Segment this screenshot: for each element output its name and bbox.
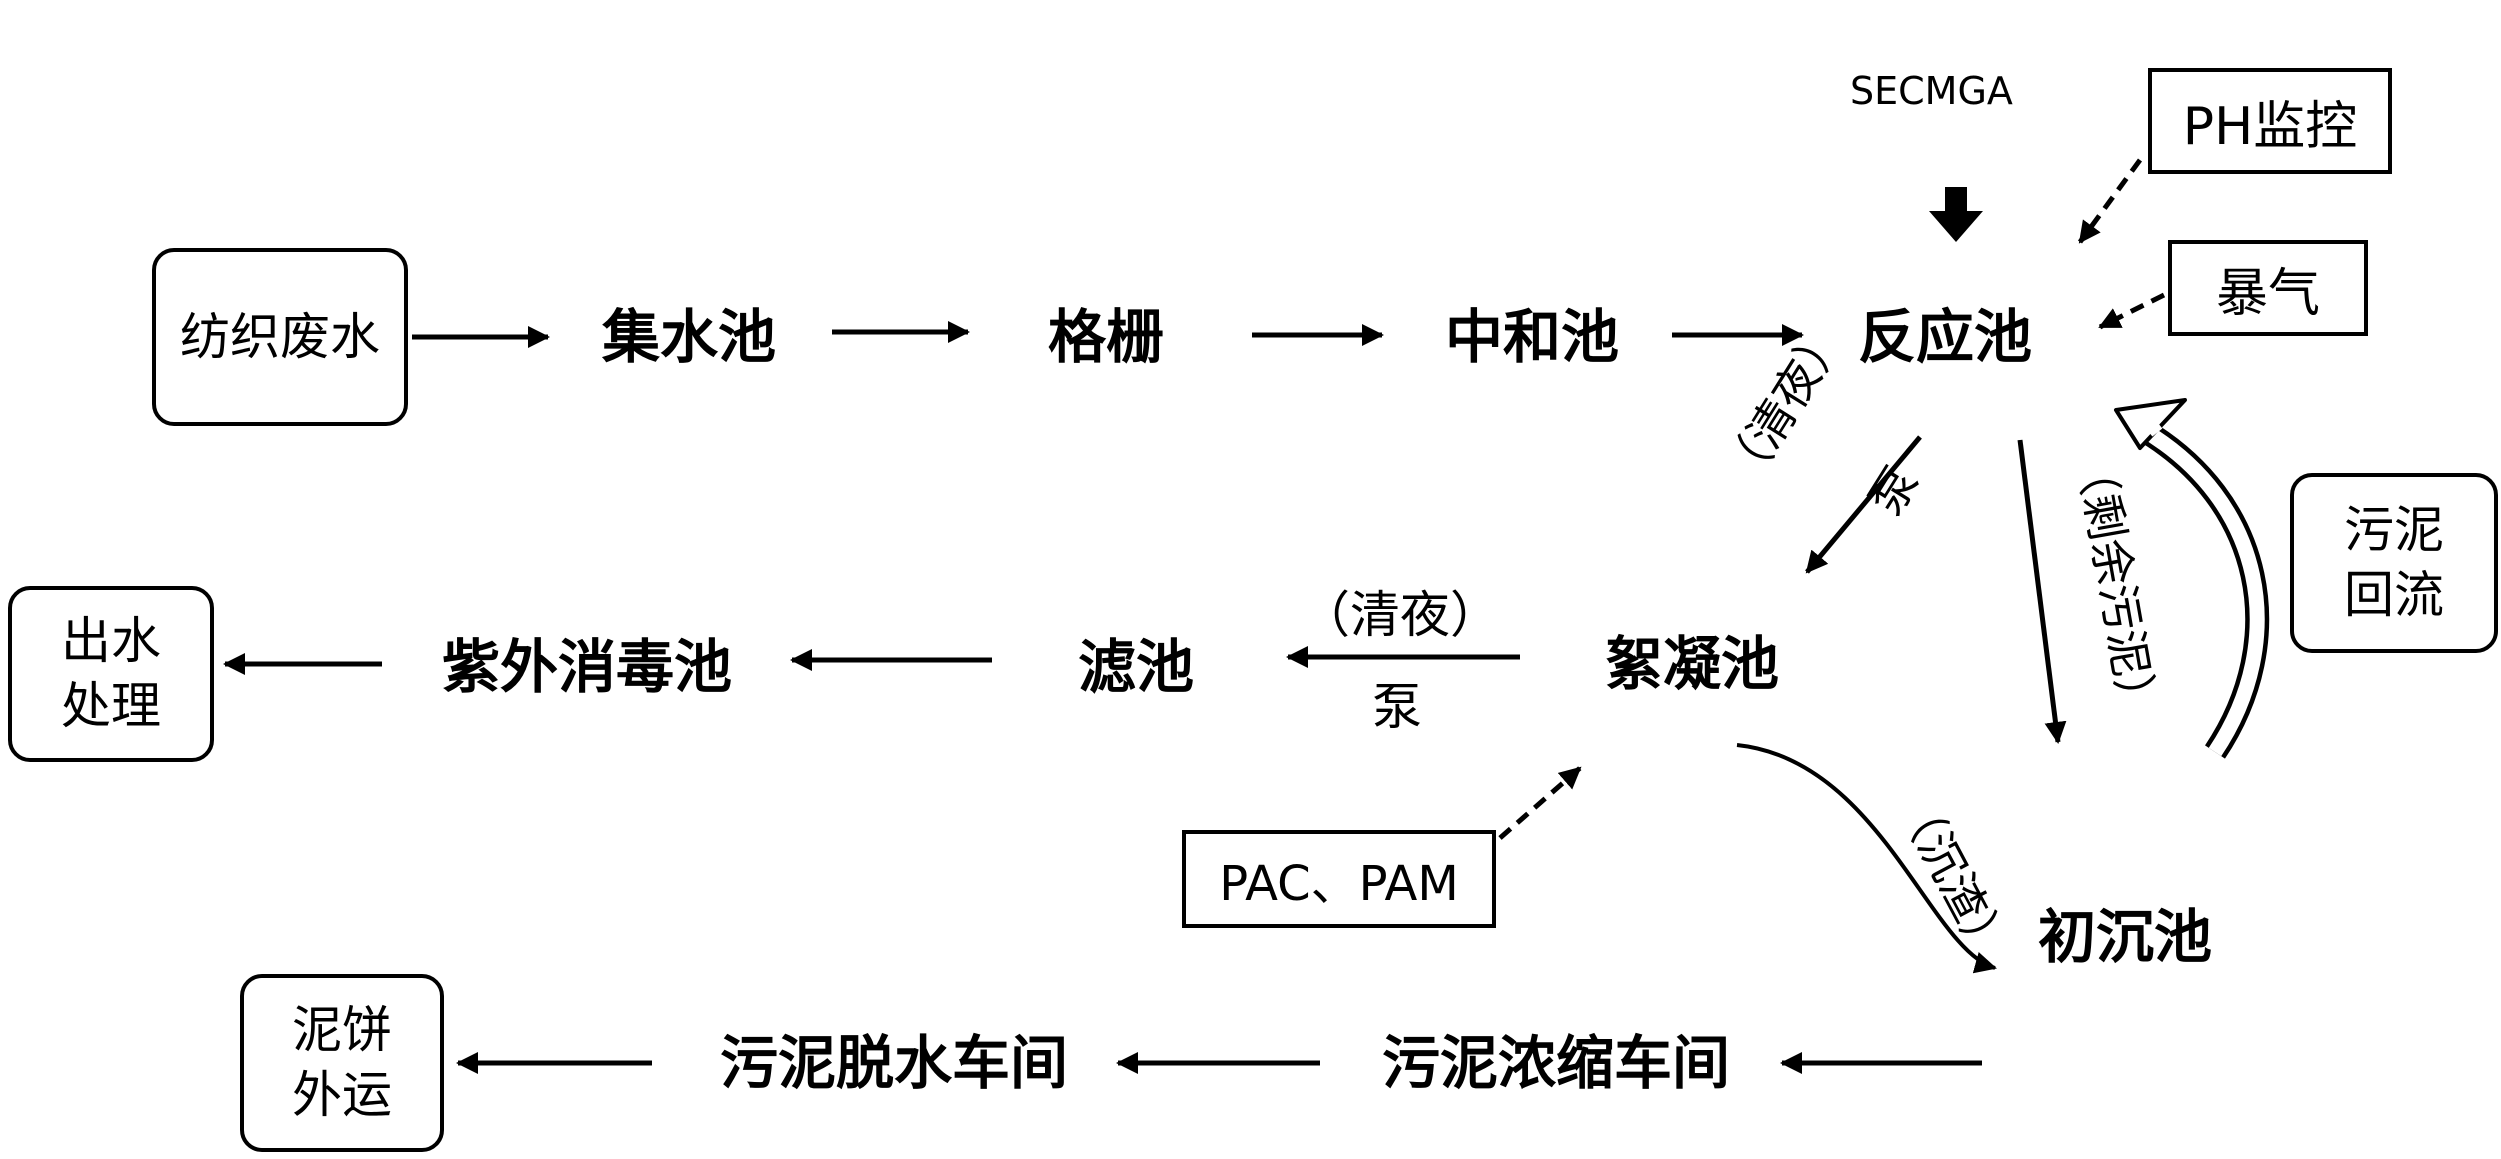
pac-pam-label: PAC、PAM [1219,856,1459,912]
arrow-floc-to-primary [1736,743,1997,974]
aeration-box: 暴气 [2168,240,2368,336]
arrow-pac-to-floc [1498,766,1582,840]
arrow-reaction-to-primary [2017,439,2067,744]
sludge-return-arrow [2114,398,2270,759]
effluent-box: 出水 处理 [8,586,214,762]
node-sludge-thickening: 污泥浓缩车间 [1382,1029,1731,1097]
arrow-aeration-to-reaction [2098,292,2166,330]
node-uv-disinfection-tank: 紫外消毒池 [442,633,733,701]
node-reaction-tank: 反应池 [1858,303,2033,371]
node-collection-tank: 集水池 [602,303,777,371]
node-flocculation-tank: 絮凝池 [1605,630,1780,698]
cake-line2: 外运 [292,1066,392,1124]
sludge-return-box: 污泥 回流 [2290,473,2498,653]
node-neutralization-tank: 中和池 [1445,303,1620,371]
source-box-label: 纺织废水 [180,307,380,366]
arrow-reaction-to-floc [1805,435,1922,574]
node-grille: 格栅 [1048,303,1165,371]
effluent-line2: 处理 [61,677,161,735]
arrow-ph-to-reaction [2077,158,2143,244]
label-pump-2: 泵 [1372,678,1422,736]
node-primary-settling-tank: 初沉池 [2038,903,2213,971]
secmga-down-arrow [1929,187,1983,242]
cake-line1: 泥饼 [292,1001,392,1059]
pac-pam-box: PAC、PAM [1182,830,1496,928]
sludge-return-line1: 污泥 [2344,501,2444,559]
effluent-line1: 出水 [61,612,161,670]
node-filter-tank: 滤池 [1078,633,1195,701]
ph-control-box: PH监控 [2148,68,2392,174]
sludge-return-line2: 回流 [2344,566,2444,624]
secmga-label: SECMGA [1850,69,2013,113]
node-sludge-dewatering: 污泥脱水车间 [720,1029,1069,1097]
sludge-cake-box: 泥饼 外运 [240,974,444,1152]
source-box-textile-wastewater: 纺织废水 [152,248,408,426]
ph-control-label: PH监控 [2182,96,2358,157]
aeration-label: 暴气 [2215,263,2320,324]
label-pump-clear-liquid-2: （清夜） [1300,586,1500,644]
